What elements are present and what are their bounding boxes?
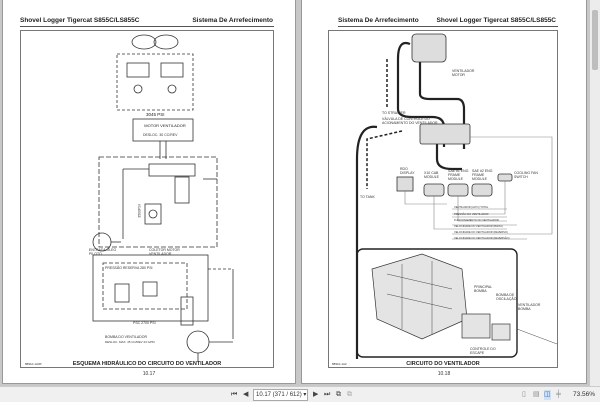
label-coletor: COLETOR MOTOR VENTILADOR <box>149 248 180 256</box>
label-bomba: BOMBA DO VENTILADOR <box>105 335 148 339</box>
figure-ref: 88910-1A0P <box>25 362 42 366</box>
next-page-icon[interactable]: ▶ <box>313 391 319 398</box>
label-entrada: ENTRADA ÓLEO PILOTO <box>89 248 117 256</box>
scrollbar-thumb[interactable] <box>592 10 598 70</box>
label-cooling-switch: COOLING FAN SWITCH <box>514 171 538 179</box>
facing-continuous-icon[interactable]: ╪ <box>556 391 561 398</box>
figure-frame <box>328 30 558 368</box>
zoom-level[interactable]: 73.56% <box>573 391 596 398</box>
page-number-field[interactable]: 10.17 (371 / 612) ▾ <box>253 389 308 401</box>
paste-icon[interactable]: ⧉ <box>347 391 352 398</box>
label-bomba-sub: DESLOC. MAX. 45 CC/REV 24 GPM <box>105 340 155 344</box>
wire-label: PRESSÃO DO VENTILADOR <box>454 213 489 216</box>
figure-ref: 88910-1A2 <box>332 362 347 366</box>
last-page-icon[interactable]: ⏭ <box>324 391 331 398</box>
wire-label: VELOCIDADE DO VENTILADOR (BAIXA) <box>454 225 503 228</box>
label-3045-psi: 3045 PSI <box>146 112 165 117</box>
bottom-toolbar: ⏮ ◀ 10.17 (371 / 612) ▾ ▶ ⏭ ⧉ ⧉ ▯ ▤ ◫ ╪ … <box>0 386 600 402</box>
label-psc: PSC 2700 PSI <box>133 321 156 325</box>
label-3500-psi: 3500PSI <box>137 204 142 218</box>
vertical-scrollbar[interactable] <box>590 0 600 386</box>
copy-icon[interactable]: ⧉ <box>336 391 341 398</box>
header-rule <box>20 26 274 27</box>
label-vent-bomba: VENTILADOR BOMBA <box>518 303 541 311</box>
fan-circuit-illustration <box>355 33 558 359</box>
page-right: Sistema De Arrefecimento Shovel Logger T… <box>301 0 587 384</box>
header-left: Sistema De Arrefecimento <box>338 17 419 24</box>
wire-label: VELOCIDADE DO VENTILADOR (REVERSÃO) <box>454 237 510 240</box>
first-page-icon[interactable]: ⏮ <box>231 391 238 398</box>
label-ventilador-motor: VENTILADOR MOTOR <box>452 69 475 77</box>
page-left: Shovel Logger Tigercat S855C/LS855C Sist… <box>2 0 296 384</box>
single-page-icon[interactable]: ▯ <box>522 391 526 398</box>
header-rule <box>338 26 558 27</box>
label-motor: MOTOR VENTILADOR <box>144 123 186 128</box>
wire-label: VENTILADOR (ALTO) TOTAL <box>454 206 489 209</box>
header-right: Sistema De Arrefecimento <box>192 17 273 24</box>
label-motor-sub: DESLOC. 30 CC/REV <box>143 133 178 137</box>
two-page-icon[interactable]: ◫ <box>544 390 551 400</box>
label-strainer: TO STRAINER <box>382 111 406 115</box>
wire-label: FUNCIONAMENTO DO VENTILADOR <box>454 219 499 222</box>
label-cab-module: X10 CAB MODULE <box>424 171 439 179</box>
page-number-value: 10.17 (371 / 612) <box>256 392 302 398</box>
document-viewport: Shovel Logger Tigercat S855C/LS855C Sist… <box>2 0 587 384</box>
label-frame-module-2: SAE #2 ENG FRAME MODULE <box>472 169 493 181</box>
header-left: Shovel Logger Tigercat S855C/LS855C <box>20 17 140 24</box>
label-frame-module-1: SAE #1 ENG FRAME MODULE <box>448 169 469 181</box>
hydraulic-schematic <box>92 34 234 361</box>
figure-caption: CIRCUITO DO VENTILADOR <box>406 361 480 367</box>
prev-page-icon[interactable]: ◀ <box>243 391 249 398</box>
label-tank: TO TANK <box>360 195 375 199</box>
label-display: RDO DISPLAY <box>400 167 415 175</box>
header-right: Shovel Logger Tigercat S855C/LS855C <box>436 17 556 24</box>
page-number: 10.18 <box>437 371 451 377</box>
label-oscilacao: BOMBA DE OSCILAÇÃO <box>496 293 517 301</box>
label-valvula: VÁLVULA DE CONTROLE DO ACIONAMENTO DO VE… <box>382 117 438 125</box>
continuous-icon[interactable]: ▤ <box>533 391 540 398</box>
wire-label: VELOCIDADE DO VENTILADOR (REVERSO) <box>454 231 508 234</box>
label-reserva: PRESSÃO RESERVA 280 PSI <box>105 266 153 270</box>
label-controle: CONTROLE DO ESCAPE <box>470 347 496 355</box>
label-principal: PRINCIPAL BOMBA <box>474 285 493 293</box>
figure-caption: ESQUEMA HIDRÁULICO DO CIRCUITO DO VENTIL… <box>72 361 222 367</box>
figure-frame <box>20 30 274 368</box>
page-number: 10.17 <box>142 371 156 377</box>
